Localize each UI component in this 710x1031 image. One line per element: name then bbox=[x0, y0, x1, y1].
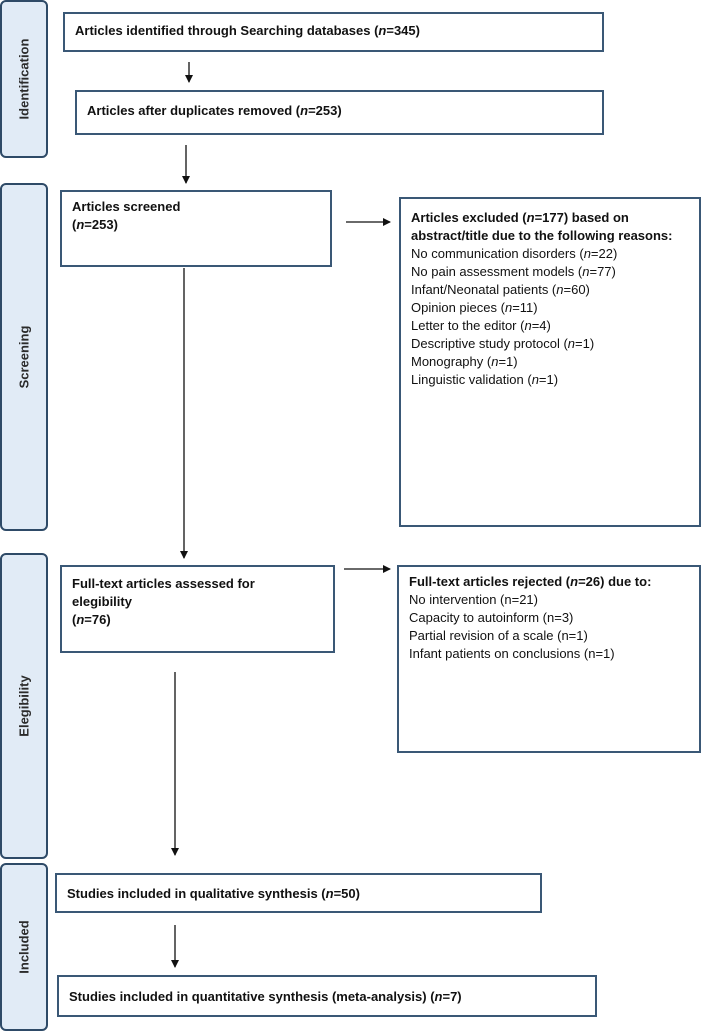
box-fulltext-rejected: Full-text articles rejected (n=26) due t… bbox=[397, 565, 701, 753]
box-screened-line1: Articles screened bbox=[72, 199, 181, 214]
box-excluded-heading: Articles excluded (n=177) based on abstr… bbox=[411, 210, 673, 243]
excluded-reason: Letter to the editor (n=4) bbox=[411, 318, 551, 333]
box-identified-text: Articles identified through Searching da… bbox=[75, 23, 420, 38]
stage-included: Included bbox=[0, 863, 48, 1031]
rejected-reason: Partial revision of a scale (n=1) bbox=[409, 628, 588, 643]
box-fulltext-rejected-heading: Full-text articles rejected (n=26) due t… bbox=[409, 574, 652, 589]
box-qualitative-text: Studies included in qualitative synthesi… bbox=[67, 886, 360, 901]
excluded-reason: No communication disorders (n=22) bbox=[411, 246, 618, 261]
stage-identification: Identification bbox=[0, 0, 48, 158]
box-screened: Articles screened (n=253) bbox=[60, 190, 332, 267]
box-qualitative: Studies included in qualitative synthesi… bbox=[55, 873, 542, 913]
excluded-reason: Linguistic validation (n=1) bbox=[411, 372, 559, 387]
box-fulltext-assessed-count: (n=76) bbox=[72, 612, 111, 627]
excluded-reason: Monography (n=1) bbox=[411, 354, 518, 369]
rejected-reason: Capacity to autoinform (n=3) bbox=[409, 610, 574, 625]
stage-screening: Screening bbox=[0, 183, 48, 531]
box-quantitative-text: Studies included in quantitative synthes… bbox=[69, 989, 462, 1004]
rejected-reason: No intervention (n=21) bbox=[409, 592, 538, 607]
excluded-reason: Descriptive study protocol (n=1) bbox=[411, 336, 595, 351]
box-screened-count: (n=253) bbox=[72, 217, 118, 232]
box-duplicates-removed-text: Articles after duplicates removed (n=253… bbox=[87, 103, 342, 118]
excluded-reason: Infant/Neonatal patients (n=60) bbox=[411, 282, 590, 297]
stage-eligibility: Elegibility bbox=[0, 553, 48, 859]
box-excluded: Articles excluded (n=177) based on abstr… bbox=[399, 197, 701, 527]
excluded-reason: Opinion pieces (n=11) bbox=[411, 300, 538, 315]
box-fulltext-assessed-line1: Full-text articles assessed for elegibil… bbox=[72, 576, 255, 609]
box-fulltext-assessed: Full-text articles assessed for elegibil… bbox=[60, 565, 335, 653]
box-quantitative: Studies included in quantitative synthes… bbox=[57, 975, 597, 1017]
rejected-reason: Infant patients on conclusions (n=1) bbox=[409, 646, 615, 661]
box-identified: Articles identified through Searching da… bbox=[63, 12, 604, 52]
box-duplicates-removed: Articles after duplicates removed (n=253… bbox=[75, 90, 604, 135]
excluded-reason: No pain assessment models (n=77) bbox=[411, 264, 616, 279]
